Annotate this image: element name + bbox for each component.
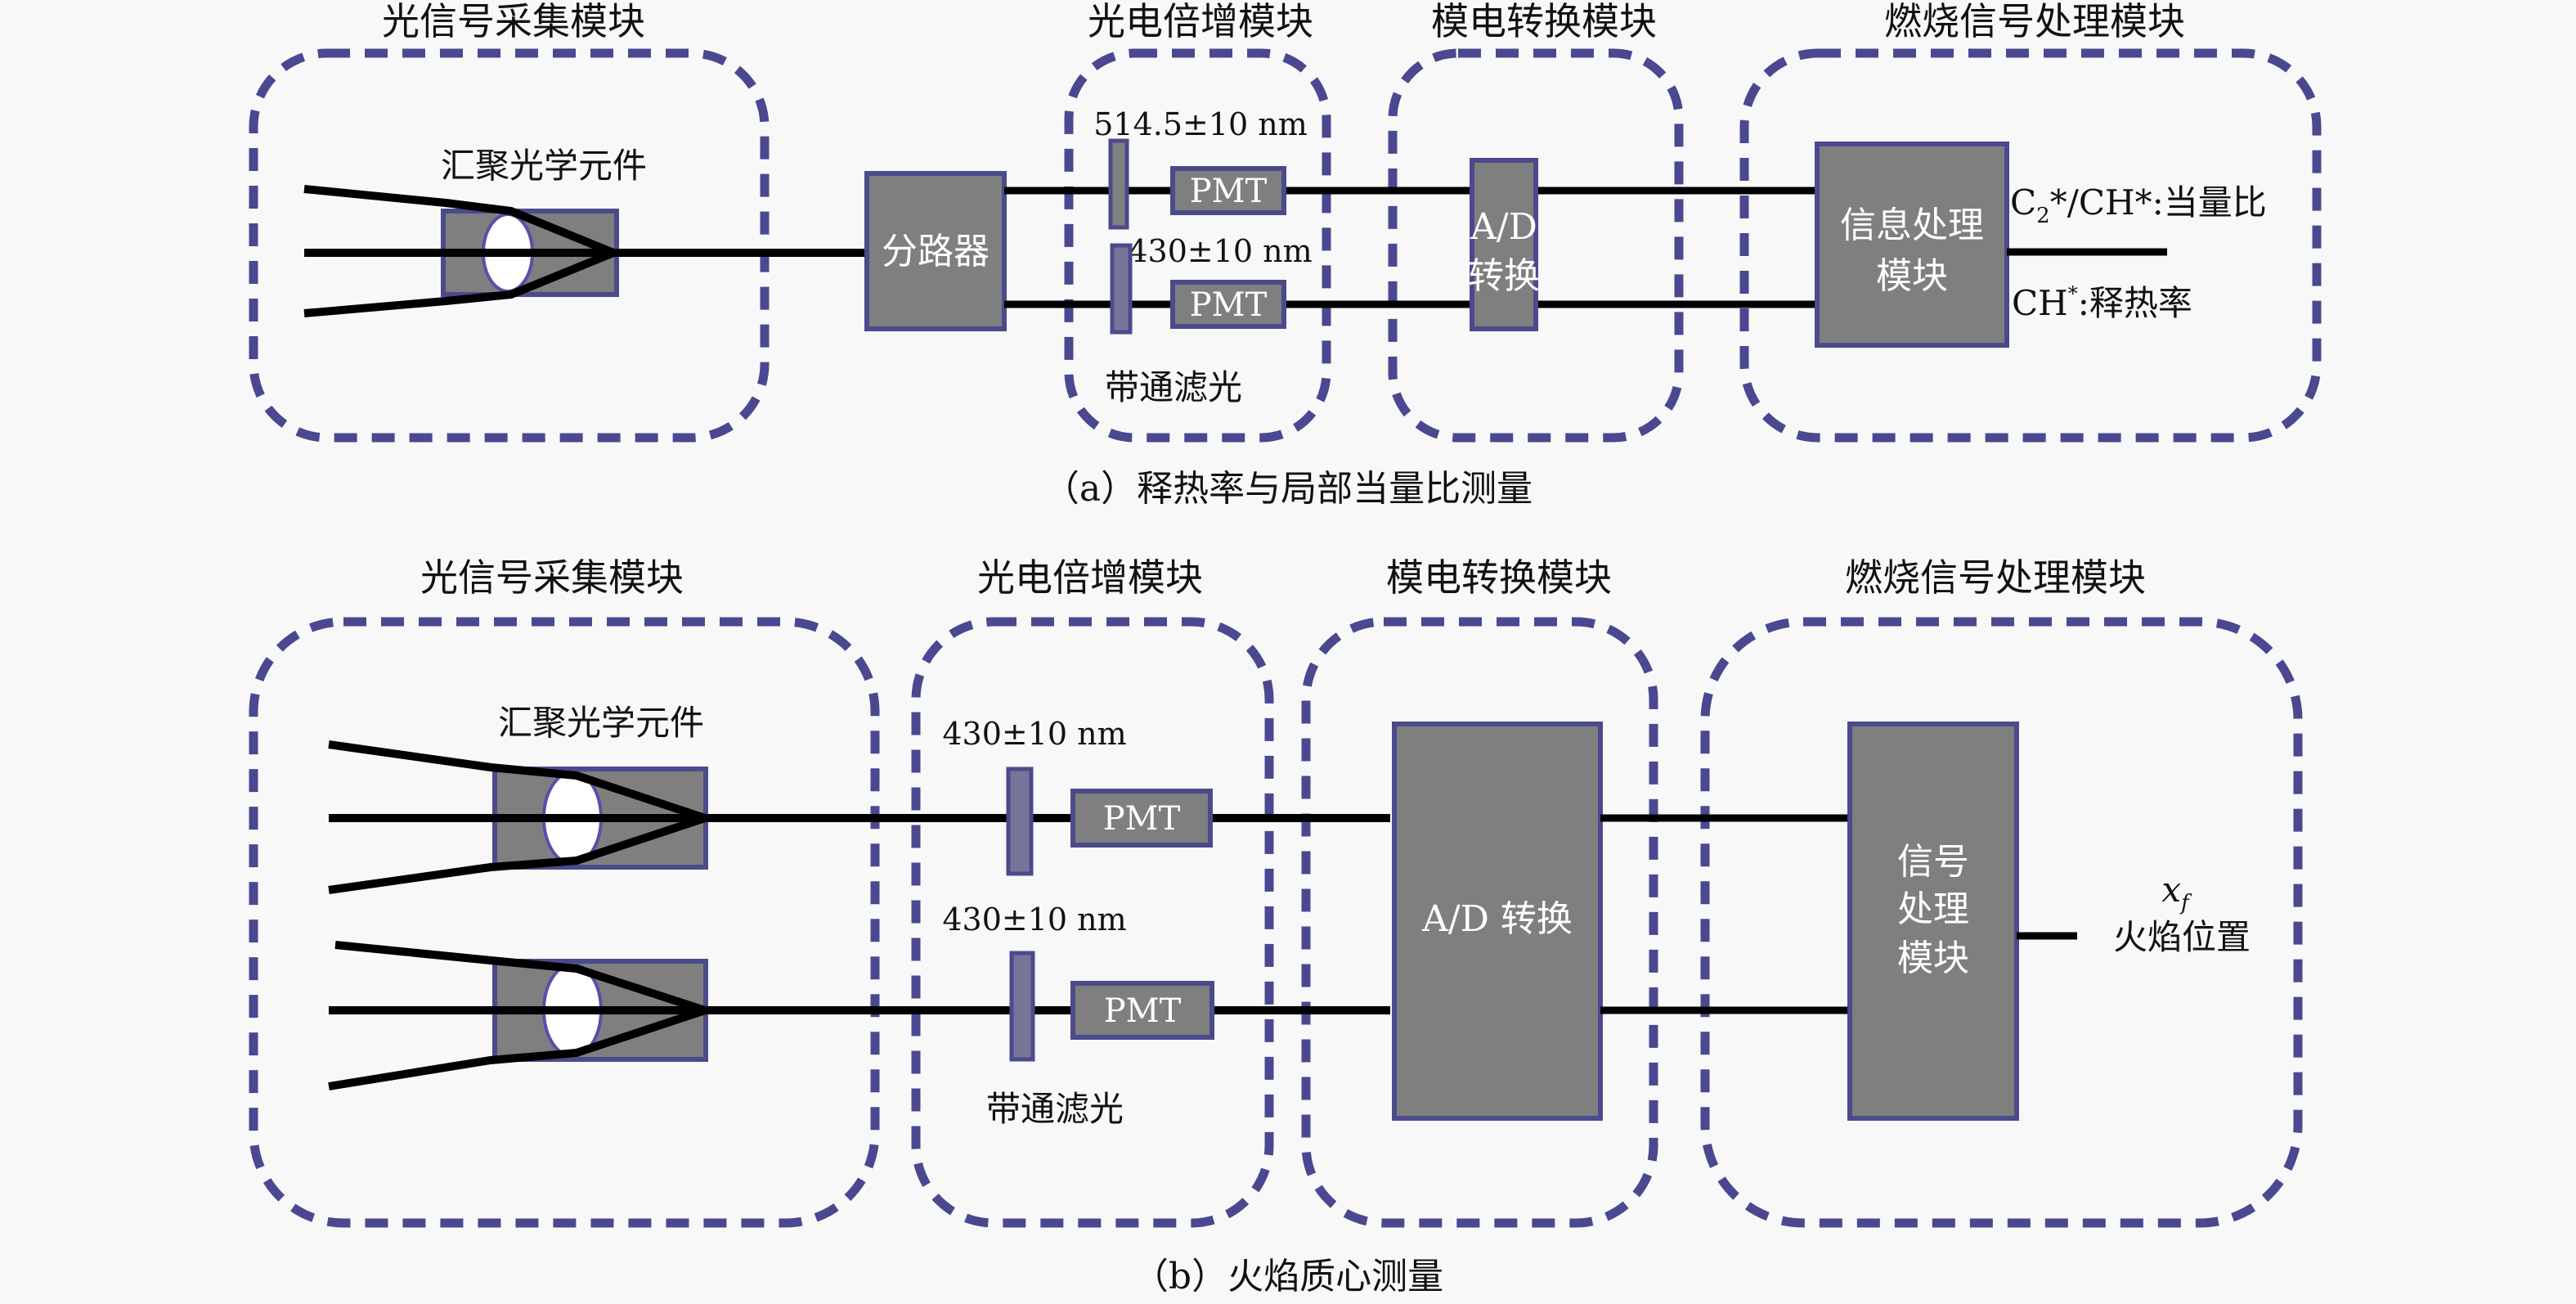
filter-bottom-wavelength-b: 430±10 nm bbox=[942, 902, 1126, 938]
output-heat-release: CH*:释热率 bbox=[2012, 282, 2192, 323]
bandpass-filter-bottom-b bbox=[1009, 951, 1035, 1062]
figure-b: 光信号采集模块 光电倍增模块 模电转换模块 燃烧信号处理模块 汇聚光学元件 43… bbox=[249, 555, 2303, 1297]
bandpass-filter-top bbox=[1108, 138, 1129, 230]
filter-top-wavelength-b: 430±10 nm bbox=[942, 716, 1126, 752]
pmt-bottom: PMT bbox=[1170, 280, 1286, 329]
module-title-optical-acquisition: 光信号采集模块 bbox=[382, 0, 645, 43]
module-frame-ad-conversion bbox=[1388, 48, 1684, 443]
processor-block: 信息处理 模块 bbox=[1815, 142, 2009, 348]
module-frame-ad-conversion-b bbox=[1301, 617, 1658, 1228]
pmt-bottom-b: PMT bbox=[1070, 981, 1214, 1040]
ad-converter-block-b: A/D 转换 bbox=[1392, 722, 1603, 1121]
pmt-top-b: PMT bbox=[1070, 789, 1213, 848]
ad-label-line1: A/D bbox=[1470, 206, 1537, 248]
caption-a: （a）释热率与局部当量比测量 bbox=[1043, 468, 1533, 510]
pmt-bottom-label: PMT bbox=[1190, 286, 1268, 324]
bandpass-label-b: 带通滤光 bbox=[986, 1089, 1124, 1129]
module-title-optical-acquisition-b: 光信号采集模块 bbox=[420, 555, 684, 600]
module-title-photomultiplier-b: 光电倍增模块 bbox=[977, 555, 1203, 600]
pmt-bottom-label-b: PMT bbox=[1104, 992, 1182, 1030]
output-bottom-sup: * bbox=[2068, 282, 2078, 305]
processor-label-line1: 信息处理 bbox=[1840, 205, 1984, 246]
converging-optics-icon-top bbox=[328, 740, 1390, 894]
module-title-ad-conversion-b: 模电转换模块 bbox=[1386, 555, 1612, 600]
filter-top-wavelength: 514.5±10 nm bbox=[1093, 106, 1308, 142]
output-top-c: C bbox=[2010, 182, 2036, 223]
splitter-label: 分路器 bbox=[882, 231, 990, 272]
processor-block-b: 信号 处理 模块 bbox=[1847, 722, 2019, 1121]
output-bottom-rest: :释热率 bbox=[2078, 283, 2192, 323]
module-frame-optical-acquisition bbox=[249, 48, 770, 443]
flame-position-x: x bbox=[2161, 870, 2181, 910]
processor-label-line3-b: 模块 bbox=[1897, 938, 1969, 979]
optics-label: 汇聚光学元件 bbox=[441, 146, 647, 186]
pmt-top-label-b: PMT bbox=[1103, 800, 1181, 838]
module-frame-signal-processing-b bbox=[1700, 617, 2303, 1228]
module-title-signal-processing: 燃烧信号处理模块 bbox=[1884, 0, 2185, 43]
output-equivalence-ratio: C2*/CH*:当量比 bbox=[2010, 182, 2267, 228]
filter-bottom-wavelength: 430±10 nm bbox=[1128, 233, 1312, 269]
bandpass-label: 带通滤光 bbox=[1105, 367, 1242, 407]
module-frame-photomultiplier-b bbox=[911, 617, 1274, 1228]
pmt-top: PMT bbox=[1170, 166, 1286, 215]
ad-converter-block: A/D 转换 bbox=[1468, 158, 1540, 331]
bandpass-filter-top-b bbox=[1006, 767, 1034, 876]
flame-position-symbol: xf bbox=[2161, 870, 2192, 915]
processor-label-line2: 模块 bbox=[1876, 255, 1948, 297]
module-title-photomultiplier: 光电倍增模块 bbox=[1088, 0, 1313, 43]
caption-b: （b）火焰质心测量 bbox=[1133, 1256, 1443, 1297]
processor-label-line2-b: 处理 bbox=[1897, 888, 1969, 930]
module-frame-signal-processing bbox=[1739, 48, 2322, 443]
processor-label-line1-b: 信号 bbox=[1897, 841, 1969, 883]
splitter-block: 分路器 bbox=[864, 171, 1007, 331]
optics-label-b: 汇聚光学元件 bbox=[498, 703, 704, 743]
module-title-ad-conversion: 模电转换模块 bbox=[1431, 0, 1657, 43]
figure-a: 光信号采集模块 光电倍增模块 模电转换模块 燃烧信号处理模块 汇聚光学元件 分路… bbox=[249, 0, 2322, 510]
pmt-top-label: PMT bbox=[1190, 173, 1268, 210]
ad-label-b: A/D 转换 bbox=[1421, 898, 1573, 940]
output-top-sub: 2 bbox=[2036, 204, 2050, 228]
module-frame-photomultiplier bbox=[1064, 48, 1331, 443]
bandpass-filter-bottom bbox=[1110, 243, 1133, 335]
converging-optics-icon bbox=[303, 185, 867, 317]
ad-label-line2: 转换 bbox=[1468, 255, 1540, 297]
flame-position-label: 火焰位置 bbox=[2113, 917, 2251, 957]
module-title-signal-processing-b: 燃烧信号处理模块 bbox=[1845, 555, 2146, 600]
module-frame-optical-acquisition-b bbox=[249, 617, 880, 1228]
output-bottom-ch: CH bbox=[2012, 283, 2068, 323]
output-top-rest: */CH*:当量比 bbox=[2050, 182, 2267, 223]
